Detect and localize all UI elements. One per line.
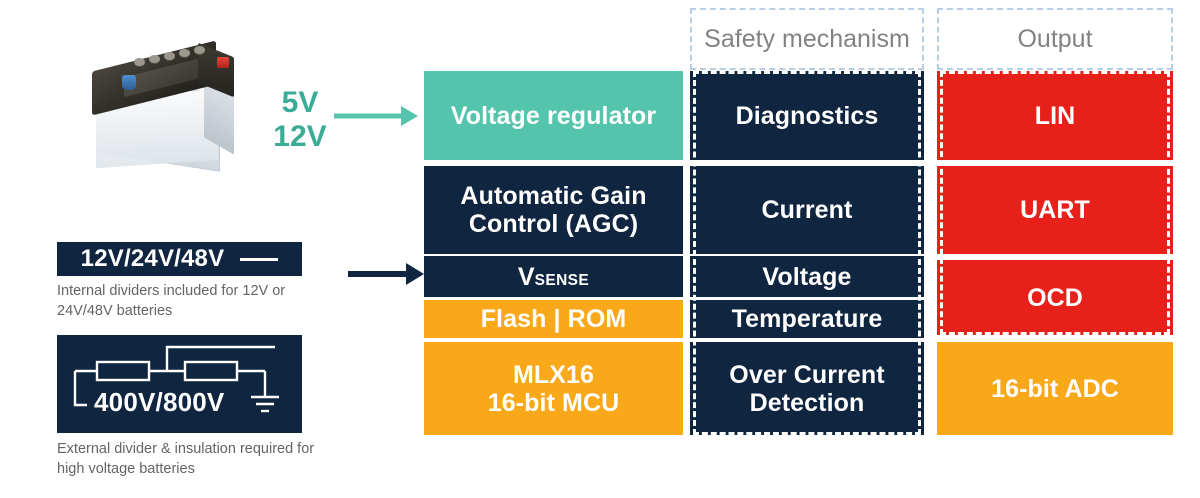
high-voltage-caption: External divider & insulation required f… xyxy=(57,441,315,477)
high-voltage-box: 400V/800V xyxy=(57,335,302,433)
low-voltage-box: 12V/24V/48V xyxy=(57,242,302,276)
battery-cell-cap xyxy=(149,55,160,63)
column-header-safety: Safety mechanism xyxy=(704,24,910,53)
resistor-r2 xyxy=(183,360,239,382)
resistor-divider-schematic-icon xyxy=(73,345,279,413)
battery-cell-cap xyxy=(179,49,190,57)
column-header-output: Output xyxy=(1017,24,1093,53)
block-over-current-detection[interactable]: Over Current Detection xyxy=(690,342,924,435)
block-ocd-line1: Over Current xyxy=(729,360,885,389)
supply-arrow xyxy=(334,105,418,127)
block-agc[interactable]: Automatic Gain Control (AGC) xyxy=(424,166,683,254)
low-voltage-label: 12V/24V/48V xyxy=(80,245,225,272)
battery-cell-cap xyxy=(194,46,205,54)
block-temperature[interactable]: Temperature xyxy=(690,300,924,338)
block-uart[interactable]: UART xyxy=(937,166,1173,254)
resistor-r1 xyxy=(95,360,151,382)
arrow-head xyxy=(406,263,424,285)
battery-cell-cap xyxy=(164,52,175,60)
low-voltage-caption: Internal dividers included for 12V or 24… xyxy=(57,283,286,319)
battery-image xyxy=(86,40,246,172)
high-voltage-label: 400V/800V xyxy=(94,387,225,417)
block-diagnostics[interactable]: Diagnostics xyxy=(690,71,924,160)
block-agc-line1: Automatic Gain xyxy=(460,182,647,210)
sense-arrow xyxy=(348,262,424,286)
block-flash-rom[interactable]: Flash | ROM xyxy=(424,300,683,338)
supply-voltage-12v: 12V xyxy=(273,120,327,153)
block-voltage-regulator[interactable]: Voltage regulator xyxy=(424,71,683,160)
block-ocd-line2: Detection xyxy=(749,388,865,417)
block-vsense-subscript: SENSE xyxy=(534,272,590,290)
block-agc-line2: Control (AGC) xyxy=(468,210,639,238)
block-mlx16-line1: MLX16 xyxy=(512,360,595,389)
block-current[interactable]: Current xyxy=(690,166,924,254)
supply-voltage-5v: 5V xyxy=(281,86,319,119)
block-mlx16-line2: 16-bit MCU xyxy=(487,388,620,417)
battery-cell-cap xyxy=(134,58,145,66)
battery-positive-terminal xyxy=(217,57,229,68)
low-voltage-line-symbol xyxy=(240,257,279,261)
block-lin[interactable]: LIN xyxy=(937,71,1173,160)
arrow-shaft xyxy=(334,113,404,119)
battery-negative-terminal xyxy=(122,75,136,90)
arrow-shaft xyxy=(348,271,408,277)
block-vsense-symbol: V xyxy=(517,262,535,291)
block-ocd-output[interactable]: OCD xyxy=(937,260,1173,335)
block-16bit-adc[interactable]: 16-bit ADC xyxy=(937,342,1173,435)
arrow-head xyxy=(401,106,418,126)
block-mlx16-mcu[interactable]: MLX16 16-bit MCU xyxy=(424,342,683,435)
block-voltage[interactable]: Voltage xyxy=(690,256,924,297)
